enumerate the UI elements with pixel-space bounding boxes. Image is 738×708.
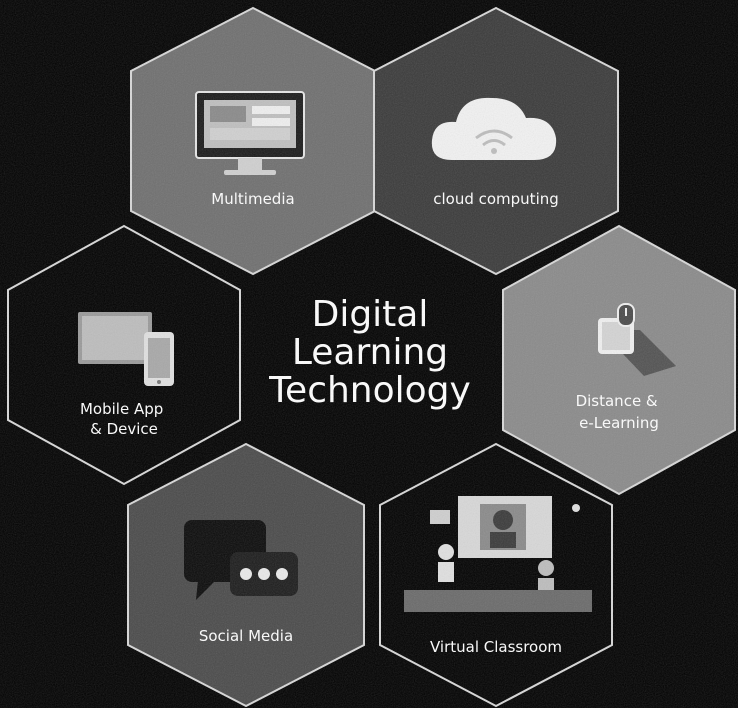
hex-distance-elearning-shape xyxy=(502,224,736,496)
hex-virtual-classroom: Virtual Classroom xyxy=(379,442,613,708)
hex-multimedia-label: Multimedia xyxy=(211,190,294,208)
center-title: Digital Learning Technology xyxy=(268,294,471,411)
hex-virtual-classroom-label: Virtual Classroom xyxy=(430,638,562,656)
hex-cloud-computing-label: cloud computing xyxy=(433,190,559,208)
title-line-3: Technology xyxy=(268,370,471,411)
hex-distance-elearning: Distance & e-Learning xyxy=(502,224,736,496)
title-line-2: Learning xyxy=(292,332,448,373)
hex-mobile-app: Mobile App & Device xyxy=(7,224,241,486)
hex-virtual-classroom-shape xyxy=(379,442,613,708)
hex-social-media: Social Media xyxy=(127,442,365,708)
hex-cloud-computing: cloud computing xyxy=(373,6,619,276)
hex-multimedia: Multimedia xyxy=(130,6,376,276)
title-line-1: Digital xyxy=(312,294,429,335)
hex-social-media-label: Social Media xyxy=(199,627,293,645)
